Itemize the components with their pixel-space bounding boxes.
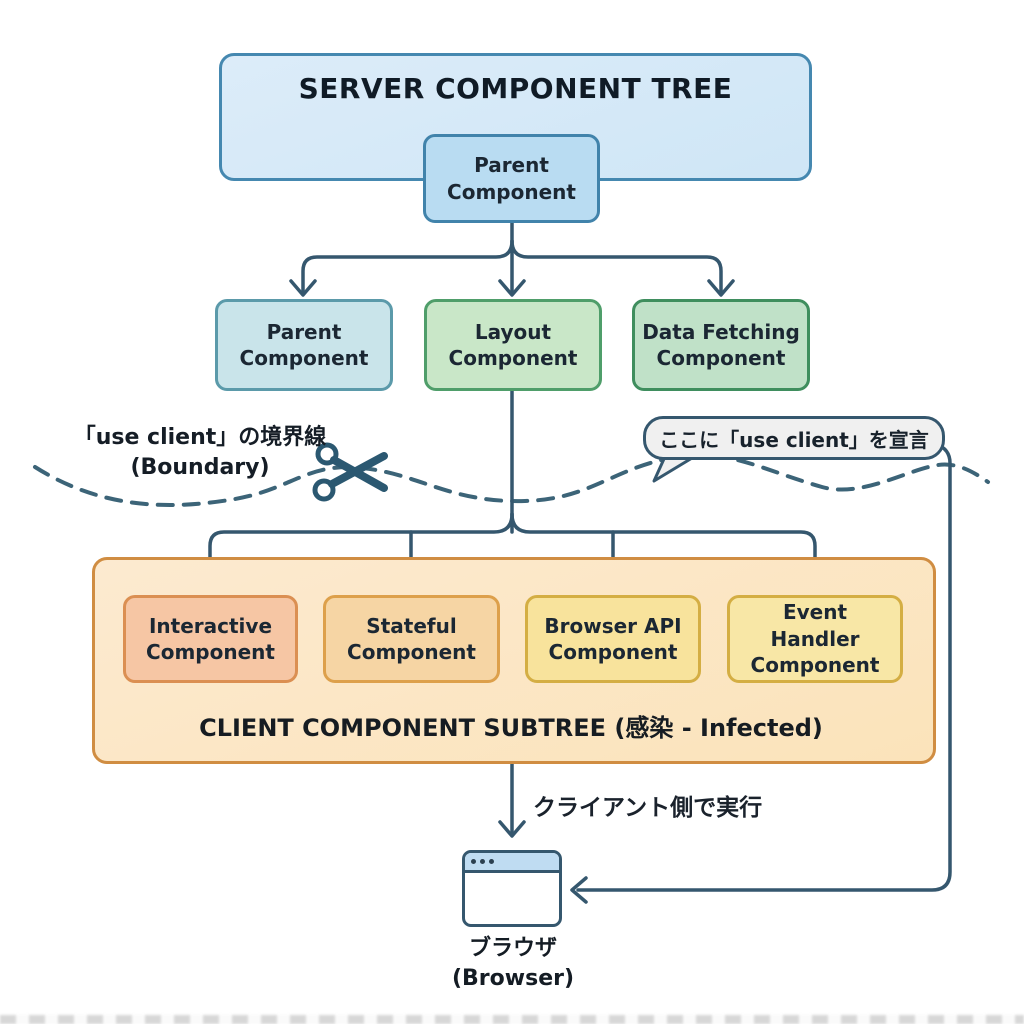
browser-label-en: (Browser) xyxy=(451,965,575,991)
window-dot-icon xyxy=(480,859,485,864)
boundary-dashed-line xyxy=(33,452,990,507)
browser-titlebar xyxy=(465,853,559,873)
node-stateful: Stateful Component xyxy=(323,595,500,683)
node-event-handler: Event Handler Component xyxy=(727,595,903,683)
use-client-callout: ここに「use client」を宣言 xyxy=(643,416,945,460)
node-label: Stateful Component xyxy=(347,613,476,664)
node-label: Layout Component xyxy=(448,319,578,370)
server-tree-title: SERVER COMPONENT TREE xyxy=(298,72,733,105)
client-subtree-caption: CLIENT COMPONENT SUBTREE (感染 - Infected) xyxy=(199,714,823,742)
bottom-artifact-strip xyxy=(0,1015,1024,1024)
arrow-down-icon xyxy=(498,279,526,297)
callout-text: ここに「use client」を宣言 xyxy=(659,427,929,452)
browser-window-icon xyxy=(462,850,562,927)
browser-label-ja: ブラウザ xyxy=(468,936,557,961)
window-dot-icon xyxy=(471,859,476,864)
arrow-down-icon xyxy=(289,279,317,297)
boundary-label-text: 「use client」の境界線 xyxy=(73,425,327,450)
node-label: Event Handler Component xyxy=(750,600,880,678)
node-label: Data Fetching Component xyxy=(642,319,800,370)
arrow-left-icon xyxy=(570,876,588,904)
node-label: Browser API Component xyxy=(544,613,682,664)
tree-connector-top xyxy=(289,221,735,297)
node-parent-root: Parent Component xyxy=(423,134,600,223)
arrow-down-icon xyxy=(498,820,526,838)
boundary-label: 「use client」の境界線 (Boundary) xyxy=(50,423,350,482)
execution-arrow-label: クライアント側で実行 xyxy=(533,795,763,821)
node-browser-api: Browser API Component xyxy=(525,595,701,683)
scissors-icon xyxy=(312,442,388,502)
node-label: Parent Component xyxy=(239,319,369,370)
boundary-sublabel: (Boundary) xyxy=(130,454,270,480)
node-label: Interactive Component xyxy=(146,613,275,664)
node-data-fetching: Data Fetching Component xyxy=(632,299,810,391)
arrow-down-icon xyxy=(707,279,735,297)
node-label: Parent Component xyxy=(447,153,576,204)
callout-flow-arrow xyxy=(570,442,952,904)
execution-arrow xyxy=(498,756,526,838)
node-interactive: Interactive Component xyxy=(123,595,298,683)
node-layout: Layout Component xyxy=(424,299,602,391)
browser-label: ブラウザ (Browser) xyxy=(433,934,593,993)
node-parent-child: Parent Component xyxy=(215,299,393,391)
window-dot-icon xyxy=(489,859,494,864)
